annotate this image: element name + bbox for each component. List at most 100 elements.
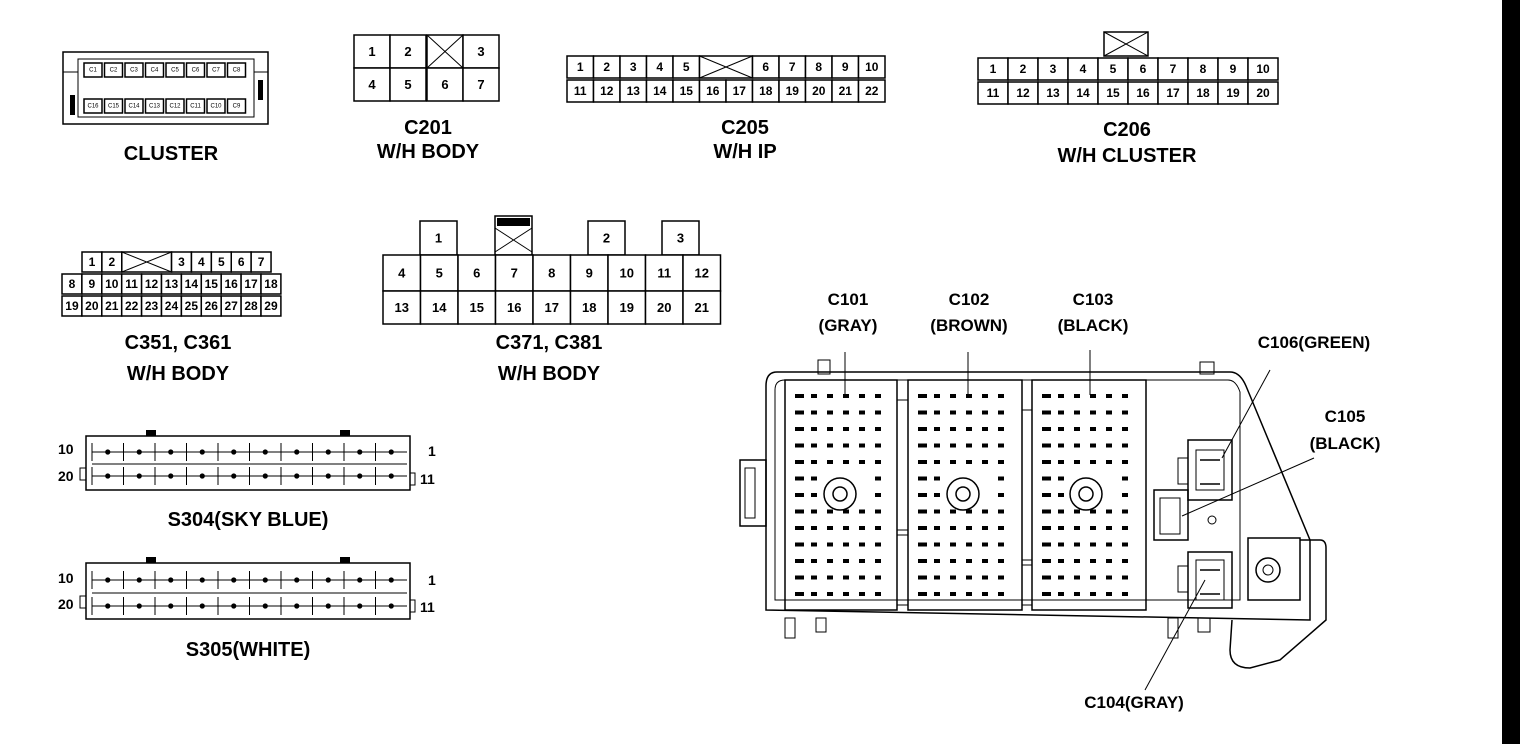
terminal-cavity <box>795 559 804 563</box>
cluster-pin-C4: C4 <box>151 68 159 74</box>
terminal-cavity <box>795 493 804 497</box>
terminal-cavity <box>1074 509 1080 514</box>
c351-pin-5: 5 <box>218 255 225 269</box>
terminal-cavity <box>998 443 1004 448</box>
c371-pin-6: 6 <box>473 265 480 280</box>
c205-pin-18: 18 <box>759 84 773 98</box>
c351-pin-17: 17 <box>244 277 258 291</box>
bus-terminal <box>199 449 205 455</box>
terminal-cavity <box>998 460 1004 464</box>
c201-cell <box>462 67 500 102</box>
c205-pin-10: 10 <box>865 60 879 74</box>
c371-cell <box>494 254 534 292</box>
c201-pin-1: 1 <box>368 44 375 59</box>
terminal-cavity <box>966 394 972 398</box>
bus-terminal <box>136 577 142 583</box>
c205-desc: W/H IP <box>713 141 776 163</box>
c371-pin-8: 8 <box>548 265 555 280</box>
terminal-cavity <box>998 509 1004 514</box>
terminal-cavity <box>1106 509 1112 514</box>
terminal-cavity <box>811 443 817 448</box>
terminal-cavity <box>859 394 865 398</box>
bus-terminal <box>388 577 394 583</box>
c205-pin-22: 22 <box>865 84 879 98</box>
cluster-pin-C5: C5 <box>171 68 179 74</box>
c206-pin-19: 19 <box>1226 86 1240 100</box>
terminal-cavity <box>875 394 881 398</box>
c371-pin-16: 16 <box>507 300 521 315</box>
c205-pin-1: 1 <box>577 60 584 74</box>
terminal-cavity <box>795 526 804 530</box>
terminal-cavity <box>950 575 956 580</box>
bus-terminal <box>231 473 237 479</box>
bus-terminal <box>388 603 394 609</box>
s305-left-bottom: 20 <box>58 596 74 612</box>
terminal-cavity <box>875 592 881 596</box>
terminal-cavity <box>998 394 1004 398</box>
terminal-cavity <box>811 493 817 497</box>
bus-terminal <box>199 473 205 479</box>
terminal-cavity <box>843 559 849 563</box>
bus-terminal <box>105 603 111 609</box>
s304-right-bottom: 11 <box>420 471 435 487</box>
terminal-cavity <box>843 427 849 431</box>
bus-terminal <box>105 473 111 479</box>
terminal-cavity <box>982 526 988 530</box>
c205-pin-3: 3 <box>630 60 637 74</box>
terminal-cavity <box>811 559 817 563</box>
c205-pin-8: 8 <box>815 60 822 74</box>
terminal-cavity <box>1058 443 1064 448</box>
terminal-cavity <box>1106 394 1112 398</box>
c206-pin-4: 4 <box>1080 62 1087 76</box>
cluster-bottom-cell <box>226 98 247 114</box>
cluster-pin-C11: C11 <box>190 104 201 110</box>
terminal-cavity <box>1106 559 1112 563</box>
terminal-cavity <box>918 575 927 580</box>
c201-pin-6: 6 <box>441 77 448 92</box>
junction-block <box>739 350 1327 691</box>
c205-name: C205 <box>721 117 769 139</box>
c371-cell <box>661 220 700 256</box>
terminal-cavity <box>827 509 833 514</box>
cluster-top-cell <box>226 62 247 78</box>
terminal-cavity <box>859 427 865 431</box>
terminal-cavity <box>982 559 988 563</box>
terminal-cavity <box>1090 575 1096 580</box>
terminal-cavity <box>918 427 927 431</box>
terminal-cavity <box>875 542 881 547</box>
terminal-cavity <box>982 427 988 431</box>
s304-left-top: 10 <box>58 441 74 457</box>
terminal-cavity <box>1090 542 1096 547</box>
terminal-cavity <box>859 592 865 596</box>
cluster-bottom-cell <box>83 98 103 114</box>
terminal-cavity <box>843 575 849 580</box>
terminal-cavity <box>966 410 972 415</box>
cluster-top-cell <box>83 62 103 78</box>
terminal-cavity <box>998 476 1004 481</box>
terminal-cavity <box>982 410 988 415</box>
terminal-cavity <box>843 443 849 448</box>
terminal-cavity <box>811 427 817 431</box>
bus-terminal <box>105 449 111 455</box>
c101-label: C101 <box>828 290 869 309</box>
s304-connector <box>79 430 416 491</box>
terminal-cavity <box>811 460 817 464</box>
terminal-cavity <box>998 427 1004 431</box>
c371-desc: W/H BODY <box>498 363 601 385</box>
terminal-cavity <box>795 592 804 596</box>
terminal-cavity <box>1058 526 1064 530</box>
cluster-top-cell <box>165 62 185 78</box>
cluster-top-cell <box>103 62 124 78</box>
terminal-cavity <box>875 427 881 431</box>
terminal-cavity <box>811 575 817 580</box>
bus-terminal <box>199 577 205 583</box>
c371-key-fill <box>497 218 530 226</box>
terminal-cavity <box>966 526 972 530</box>
bus-terminal <box>357 603 363 609</box>
c201-cell <box>353 67 391 102</box>
c371-pin-20: 20 <box>657 300 671 315</box>
c371-pin-15: 15 <box>470 300 484 315</box>
terminal-cavity <box>950 559 956 563</box>
bus-terminal <box>105 577 111 583</box>
c206-pin-18: 18 <box>1196 86 1210 100</box>
